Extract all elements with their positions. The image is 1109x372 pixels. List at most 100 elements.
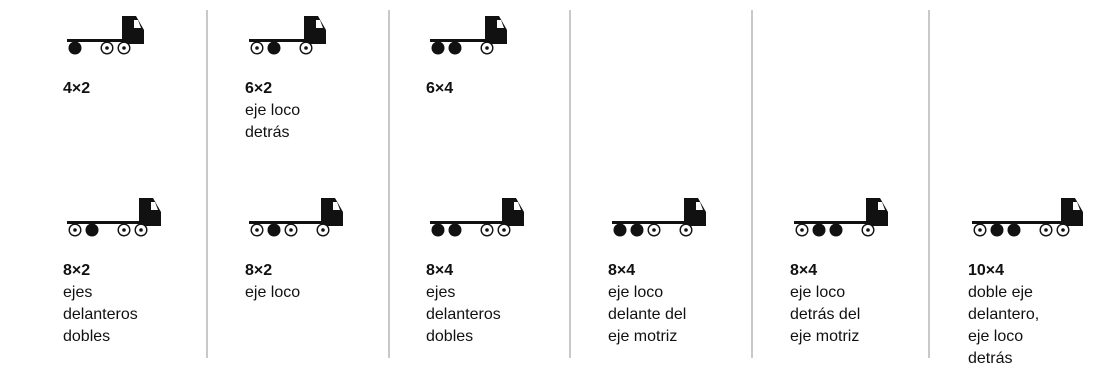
axle-config-8x2-double-front: 8×2 ejes delanteros dobles <box>63 194 213 348</box>
cab <box>122 16 144 44</box>
driven-wheel <box>267 41 281 55</box>
driven-wheel <box>85 223 99 237</box>
chassis-frame <box>430 221 503 224</box>
driven-wheel <box>431 41 445 55</box>
cab-window <box>878 202 885 210</box>
cab <box>304 16 326 44</box>
wheel-hub <box>1061 228 1065 232</box>
driven-wheel <box>613 223 627 237</box>
wheel-hub <box>321 228 325 232</box>
cab-window <box>497 20 504 28</box>
truck-icon <box>430 198 524 237</box>
truck-icon <box>249 198 343 237</box>
chassis-frame <box>972 221 1062 224</box>
wheel-hub <box>684 228 688 232</box>
cab-window <box>1073 202 1080 210</box>
divider <box>206 10 208 358</box>
driven-wheel <box>630 223 644 237</box>
axle-config-8x4-pusher: 8×4 eje loco delante del eje motriz <box>608 194 758 348</box>
cab <box>321 198 343 226</box>
wheel-hub <box>255 228 259 232</box>
chassis-frame <box>794 221 867 224</box>
chassis-frame <box>67 39 123 42</box>
config-description: ejes delanteros dobles <box>63 284 138 345</box>
wheel-hub <box>255 46 259 50</box>
config-code: 8×4 <box>426 262 454 279</box>
divider <box>569 10 571 358</box>
axle-config-6x4: 6×4 <box>426 12 576 100</box>
config-code: 6×2 <box>245 80 273 97</box>
truck-icon <box>430 16 507 55</box>
truck-icon <box>972 198 1083 237</box>
cab <box>684 198 706 226</box>
config-description: eje loco <box>245 284 301 301</box>
driven-wheel <box>1007 223 1021 237</box>
config-code: 8×2 <box>63 262 91 279</box>
truck-icon <box>794 198 888 237</box>
driven-wheel <box>431 223 445 237</box>
wheel-hub <box>502 228 506 232</box>
wheel-hub <box>289 228 293 232</box>
wheel-hub <box>978 228 982 232</box>
config-description: ejes delanteros dobles <box>426 284 501 345</box>
config-description: doble eje delantero, eje loco detrás <box>968 284 1040 367</box>
driven-wheel <box>68 41 82 55</box>
config-code: 6×4 <box>426 80 454 97</box>
axle-config-8x4-tag: 8×4 eje loco detrás del eje motriz <box>790 194 940 348</box>
axle-config-4x2: 4×2 <box>63 12 213 100</box>
axle-config-8x4-double-front: 8×4 ejes delanteros dobles <box>426 194 576 348</box>
config-code: 8×4 <box>608 262 636 279</box>
config-description: eje loco detrás <box>245 102 301 141</box>
cab-window <box>316 20 323 28</box>
wheel-hub <box>485 228 489 232</box>
config-code: 8×4 <box>790 262 818 279</box>
chassis-frame <box>430 39 486 42</box>
cab-window <box>514 202 521 210</box>
cab <box>485 16 507 44</box>
wheel-hub <box>122 228 126 232</box>
driven-wheel <box>267 223 281 237</box>
axle-config-6x2-tag: 6×2 eje loco detrás <box>245 12 395 144</box>
config-code: 8×2 <box>245 262 273 279</box>
truck-icon <box>67 198 161 237</box>
driven-wheel <box>448 223 462 237</box>
cab <box>866 198 888 226</box>
cab-window <box>333 202 340 210</box>
config-description: eje loco detrás del eje motriz <box>790 284 861 345</box>
divider <box>388 10 390 358</box>
divider <box>751 10 753 358</box>
chassis-frame <box>612 221 685 224</box>
truck-icon <box>67 16 144 55</box>
wheel-hub <box>866 228 870 232</box>
truck-icon <box>249 16 326 55</box>
config-description: eje loco delante del eje motriz <box>608 284 687 345</box>
axle-config-8x2-loco: 8×2 eje loco <box>245 194 395 304</box>
wheel-hub <box>122 46 126 50</box>
wheel-hub <box>652 228 656 232</box>
driven-wheel <box>812 223 826 237</box>
cab <box>139 198 161 226</box>
config-code: 4×2 <box>63 80 91 97</box>
truck-icon <box>612 198 706 237</box>
cab-window <box>696 202 703 210</box>
axle-config-10x4: 10×4 doble eje delantero, eje loco detrá… <box>968 194 1109 370</box>
cab <box>502 198 524 226</box>
driven-wheel <box>829 223 843 237</box>
cab-window <box>151 202 158 210</box>
cab-window <box>134 20 141 28</box>
wheel-hub <box>139 228 143 232</box>
cab <box>1061 198 1083 226</box>
config-code: 10×4 <box>968 262 1005 279</box>
wheel-hub <box>485 46 489 50</box>
driven-wheel <box>448 41 462 55</box>
wheel-hub <box>1044 228 1048 232</box>
chassis-frame <box>67 221 140 224</box>
wheel-hub <box>800 228 804 232</box>
wheel-hub <box>105 46 109 50</box>
wheel-hub <box>304 46 308 50</box>
chassis-frame <box>249 39 305 42</box>
chassis-frame <box>249 221 322 224</box>
wheel-hub <box>73 228 77 232</box>
divider <box>928 10 930 358</box>
driven-wheel <box>990 223 1004 237</box>
